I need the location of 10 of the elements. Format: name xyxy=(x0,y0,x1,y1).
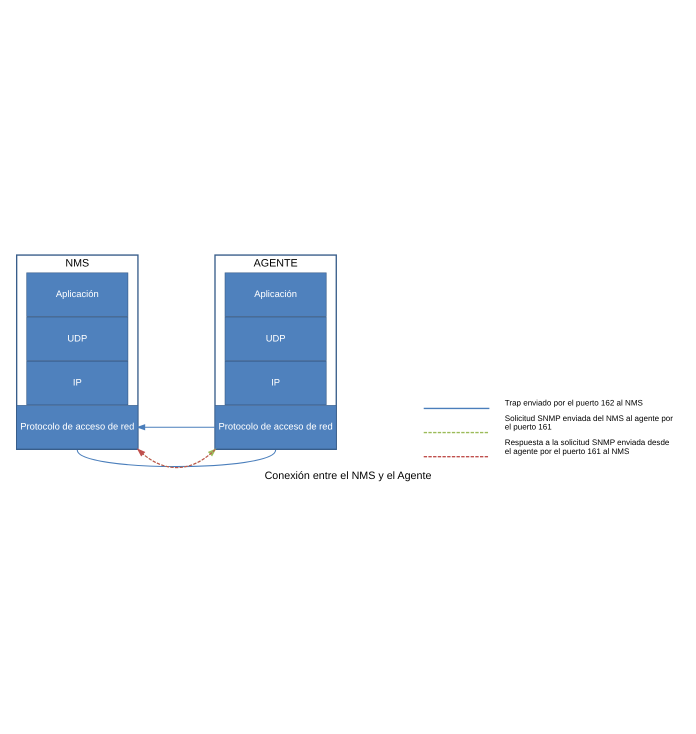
caption: Conexión entre el NMS y el Agente xyxy=(264,470,432,482)
node-box: UDP xyxy=(26,316,128,360)
node-box: Aplicación xyxy=(224,272,327,316)
node-box: Protocolo de acceso de red xyxy=(214,404,337,449)
node-box: IP xyxy=(224,360,327,405)
node-box: Protocolo de acceso de red xyxy=(16,404,138,449)
arrow xyxy=(136,424,215,430)
node-box: UDP xyxy=(224,316,327,360)
node-box: IP xyxy=(26,360,128,405)
node-box: Aplicación xyxy=(26,272,128,316)
